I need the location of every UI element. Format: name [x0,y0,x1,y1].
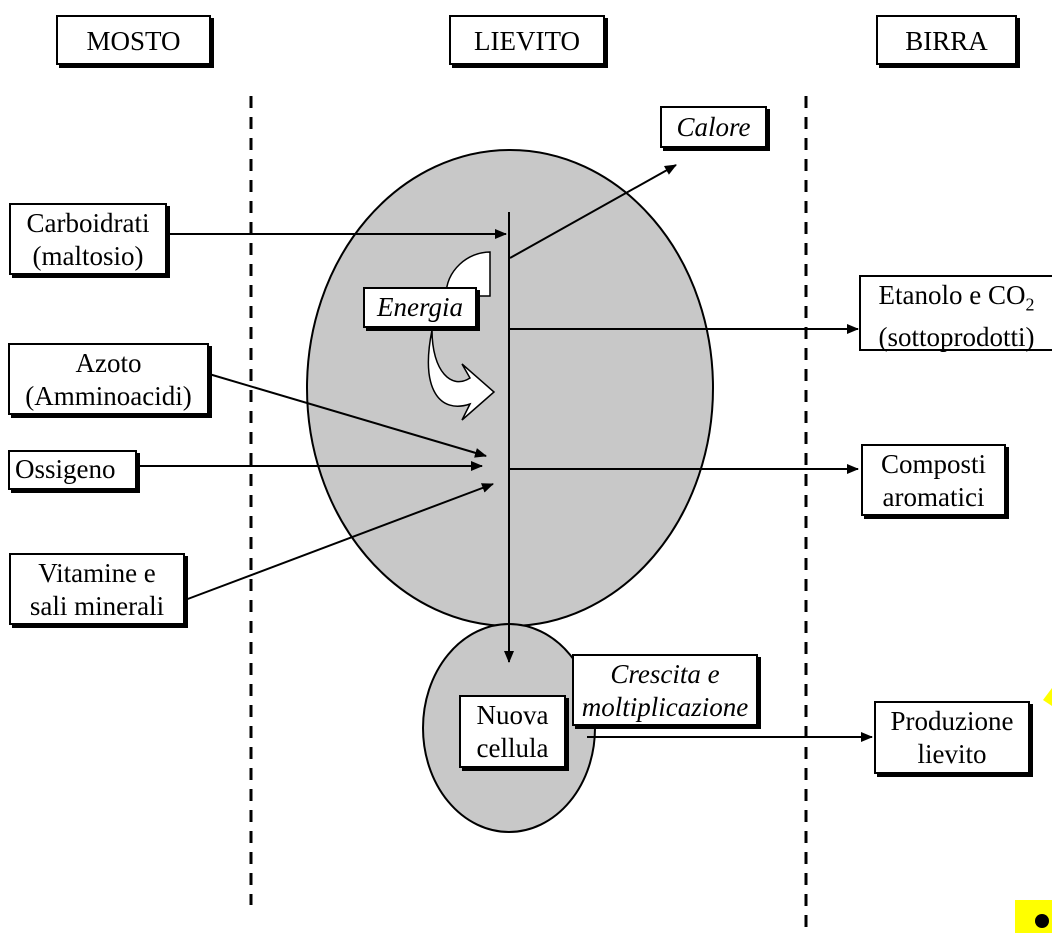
header-lievito: LIEVITO [449,15,605,65]
label-crescita: Crescita e moltiplicazione [572,654,758,726]
yellow-mark-icon [1043,688,1052,706]
azoto-arrow [208,373,487,458]
input-azoto: Azoto (Amminoacidi) [8,343,209,415]
vitamine-arrow [184,483,494,601]
energy-arrow-icon [427,329,496,421]
label-energia: Energia [363,287,477,328]
output-produzione: Produzione lievito [874,701,1030,774]
label-calore: Calore [660,106,767,148]
input-carboidrati: Carboidrati (maltosio) [9,203,167,275]
bullet-dot-icon [1035,914,1049,928]
output-composti: Composti aromatici [861,444,1006,516]
calore-arrow [509,164,677,259]
header-mosto: MOSTO [56,15,211,65]
label-nuova-cellula: Nuova cellula [459,695,566,768]
header-birra: BIRRA [876,15,1017,65]
input-vitamine: Vitamine e sali minerali [9,553,185,625]
output-etanolo: Etanolo e CO2 (sottoprodotti) [859,275,1052,352]
input-ossigeno: Ossigeno [8,450,137,490]
